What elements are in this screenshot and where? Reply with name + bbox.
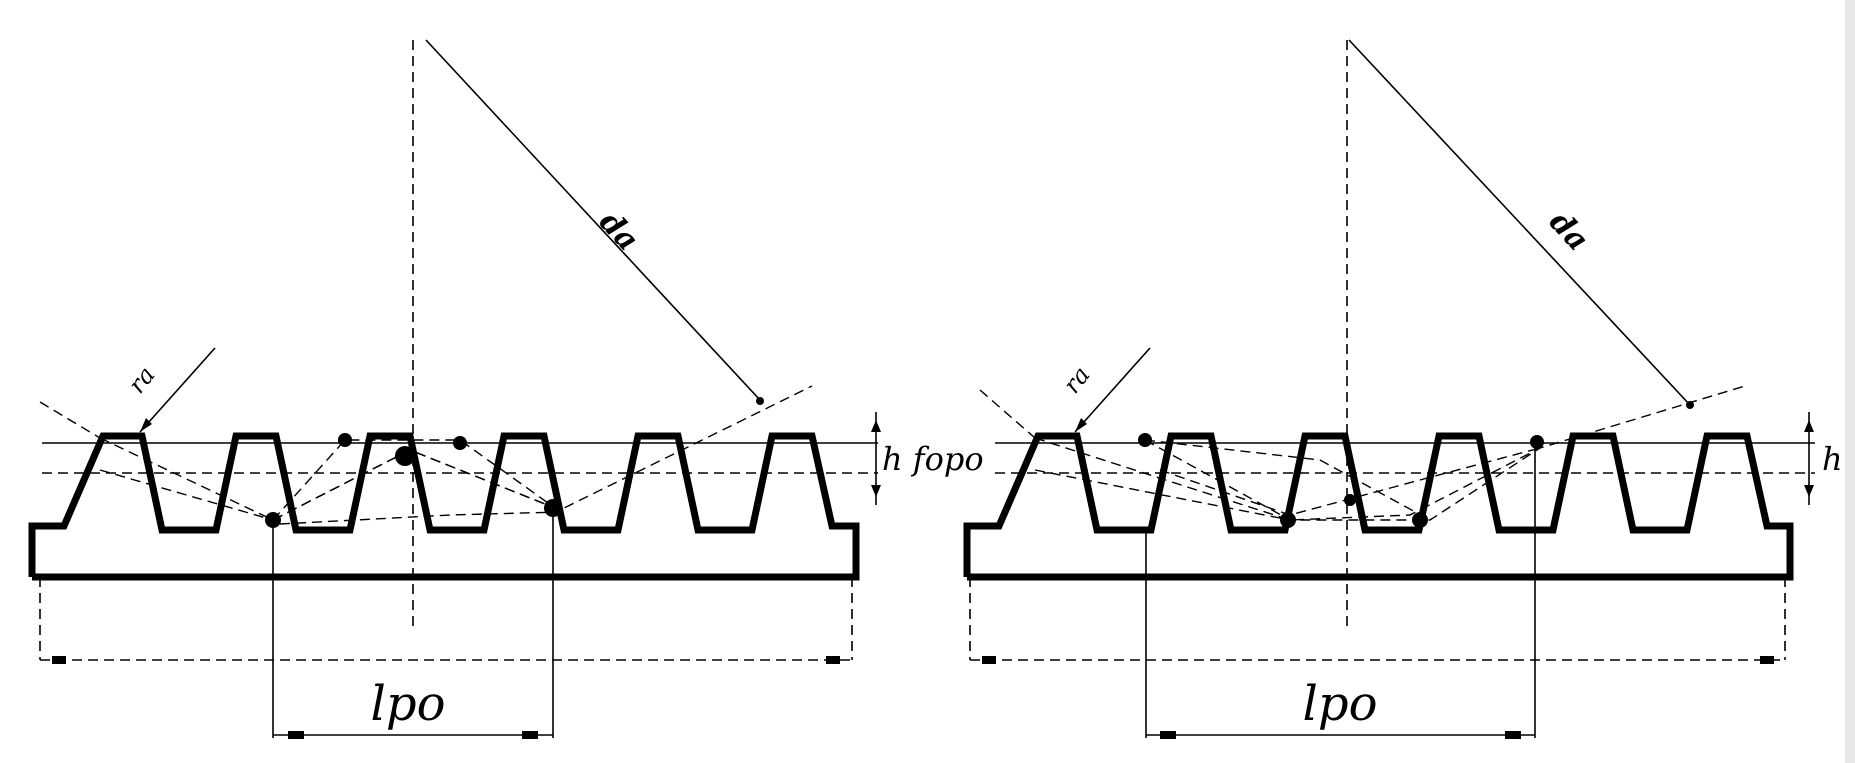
left-arrowhead xyxy=(871,420,881,432)
right-point xyxy=(1344,494,1356,506)
left-arrowhead xyxy=(826,656,840,664)
right-radius-label: da xyxy=(1542,205,1595,258)
left-radius-line xyxy=(425,39,761,401)
left-arrowhead xyxy=(522,731,538,739)
right-arrowhead xyxy=(1160,731,1176,739)
left-arrowhead xyxy=(288,731,304,739)
right-ray-3 xyxy=(1034,469,1291,521)
left-ray-3 xyxy=(99,469,274,521)
left-small-dim-label: ra xyxy=(123,361,161,399)
right-height-label: h xyxy=(1822,440,1843,478)
right-point xyxy=(1530,435,1544,449)
left-point xyxy=(265,512,281,528)
right-arrowhead xyxy=(1760,656,1774,664)
right-small-dim-label: ra xyxy=(1058,361,1096,399)
left-radius-label: da xyxy=(592,205,645,258)
left-ray-5 xyxy=(272,439,556,521)
left-rack-profile xyxy=(28,432,860,581)
left-ray-1 xyxy=(39,401,101,439)
right-point xyxy=(1686,401,1694,409)
left-height-label: h fopo xyxy=(882,440,984,478)
left-point xyxy=(544,499,562,517)
left-point xyxy=(453,436,467,450)
right-ray-5 xyxy=(1144,439,1431,521)
right-arrowhead xyxy=(1505,731,1521,739)
left-arrowhead xyxy=(871,485,881,497)
right-point xyxy=(1280,512,1296,528)
right-ray-4 xyxy=(1144,439,1541,521)
edge-strip xyxy=(1845,0,1855,763)
right-arrowhead xyxy=(1804,420,1814,432)
right-lpo-label: lpo xyxy=(1303,676,1378,732)
left-small-dim-line xyxy=(139,347,216,433)
right-arrowhead xyxy=(1075,418,1087,432)
right-ray-1 xyxy=(979,389,1036,439)
left-arrowhead xyxy=(140,418,152,432)
left-ray-6 xyxy=(279,511,561,525)
right-arrowhead xyxy=(982,656,996,664)
left-ray-2 xyxy=(99,385,813,521)
left-arrowhead xyxy=(52,656,66,664)
right-panel: da ra h lpo xyxy=(963,39,1843,739)
right-ray-6 xyxy=(1159,447,1541,516)
left-point xyxy=(756,397,764,405)
left-lpo-label: lpo xyxy=(371,676,446,732)
left-panel: da ra h fopo xyxy=(28,39,984,739)
right-radius-line xyxy=(1348,39,1691,406)
right-small-dim-line xyxy=(1074,347,1151,433)
right-arrowhead xyxy=(1804,485,1814,497)
left-point xyxy=(338,433,352,447)
right-rack-profile xyxy=(963,432,1794,581)
right-point xyxy=(1138,433,1152,447)
right-point xyxy=(1412,512,1428,528)
right-ray-2 xyxy=(1034,385,1746,521)
left-point xyxy=(395,446,415,466)
